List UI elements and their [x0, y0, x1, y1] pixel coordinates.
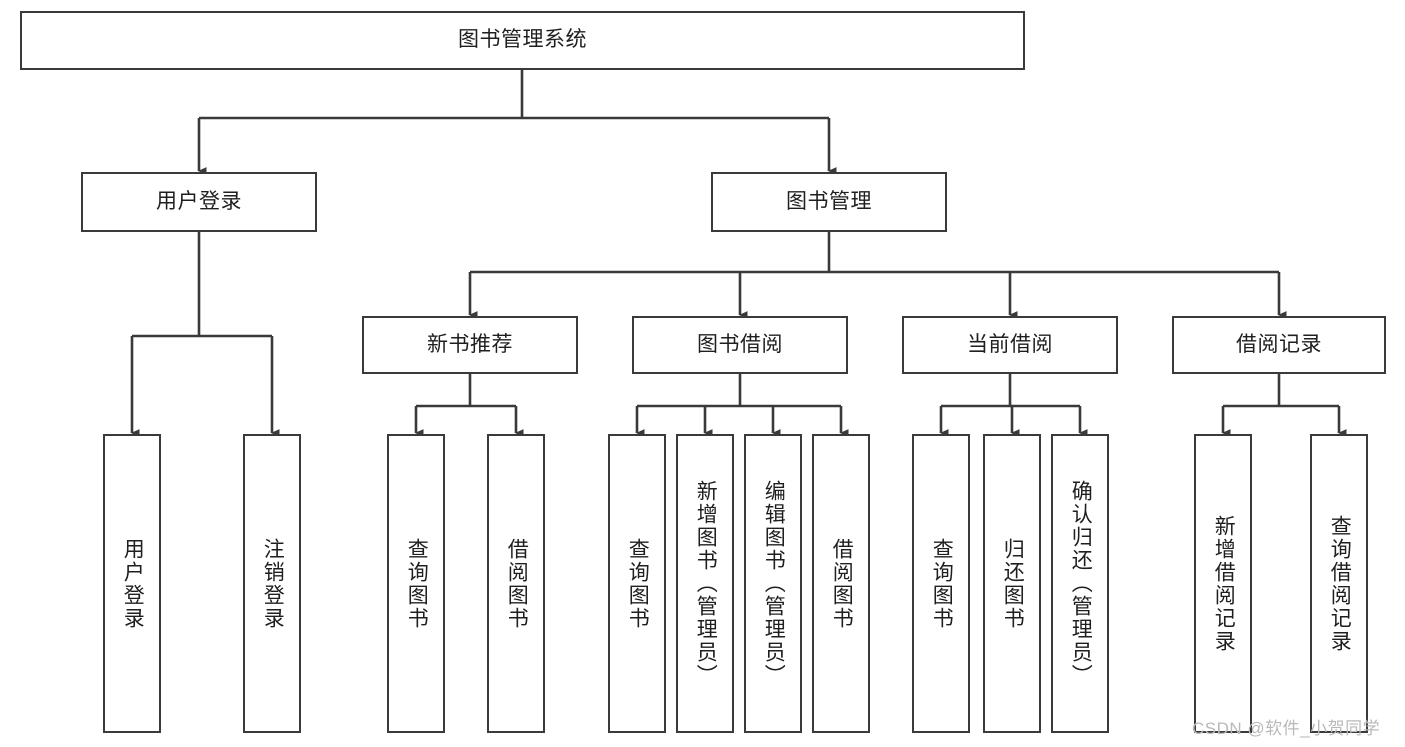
node-leaf-1-label: 注销登录 — [261, 537, 285, 630]
node-root-label: 图书管理系统 — [458, 28, 587, 52]
node-leaf-0[interactable]: 用户登录 — [103, 434, 161, 733]
node-level2-3-label: 借阅记录 — [1236, 332, 1322, 356]
node-leaf-11[interactable]: 新增借阅记录 — [1194, 434, 1252, 733]
node-leaf-6[interactable]: 编辑图书（管理员） — [744, 434, 802, 733]
node-leaf-9[interactable]: 归还图书 — [983, 434, 1041, 733]
node-level2-1-label: 图书借阅 — [697, 332, 783, 356]
node-level2-0-label: 新书推荐 — [427, 332, 513, 356]
node-leaf-5[interactable]: 新增图书（管理员） — [676, 434, 734, 733]
node-level2-2-label: 当前借阅 — [967, 332, 1053, 356]
node-leaf-7-label: 借阅图书 — [830, 537, 854, 630]
node-leaf-1[interactable]: 注销登录 — [243, 434, 301, 733]
node-level1-1[interactable]: 图书管理 — [711, 172, 947, 232]
node-level2-3[interactable]: 借阅记录 — [1172, 316, 1386, 374]
node-level2-1[interactable]: 图书借阅 — [632, 316, 848, 374]
node-level1-0[interactable]: 用户登录 — [81, 172, 317, 232]
node-leaf-9-label: 归还图书 — [1001, 537, 1025, 630]
node-leaf-12-label: 查询借阅记录 — [1328, 514, 1352, 653]
node-leaf-8-label: 查询图书 — [930, 537, 954, 630]
node-leaf-4-label: 查询图书 — [626, 537, 650, 630]
node-leaf-2-label: 查询图书 — [405, 537, 429, 630]
node-leaf-4[interactable]: 查询图书 — [608, 434, 666, 733]
node-leaf-11-label: 新增借阅记录 — [1212, 514, 1236, 653]
node-level2-2[interactable]: 当前借阅 — [902, 316, 1118, 374]
node-leaf-10-label: 确认归还（管理员） — [1069, 480, 1093, 687]
node-leaf-10[interactable]: 确认归还（管理员） — [1051, 434, 1109, 733]
node-leaf-12[interactable]: 查询借阅记录 — [1310, 434, 1368, 733]
node-leaf-7[interactable]: 借阅图书 — [812, 434, 870, 733]
node-leaf-6-label: 编辑图书（管理员） — [762, 480, 786, 687]
node-level1-0-label: 用户登录 — [156, 189, 242, 213]
node-root[interactable]: 图书管理系统 — [20, 11, 1025, 70]
csdn-watermark: CSDN @软件_小贺同学 — [1192, 719, 1381, 738]
node-level2-0[interactable]: 新书推荐 — [362, 316, 578, 374]
node-leaf-0-label: 用户登录 — [121, 537, 145, 630]
node-level1-1-label: 图书管理 — [786, 189, 872, 213]
node-leaf-2[interactable]: 查询图书 — [387, 434, 445, 733]
node-leaf-3-label: 借阅图书 — [505, 537, 529, 630]
node-leaf-8[interactable]: 查询图书 — [912, 434, 970, 733]
node-leaf-3[interactable]: 借阅图书 — [487, 434, 545, 733]
node-leaf-5-label: 新增图书（管理员） — [694, 480, 718, 687]
